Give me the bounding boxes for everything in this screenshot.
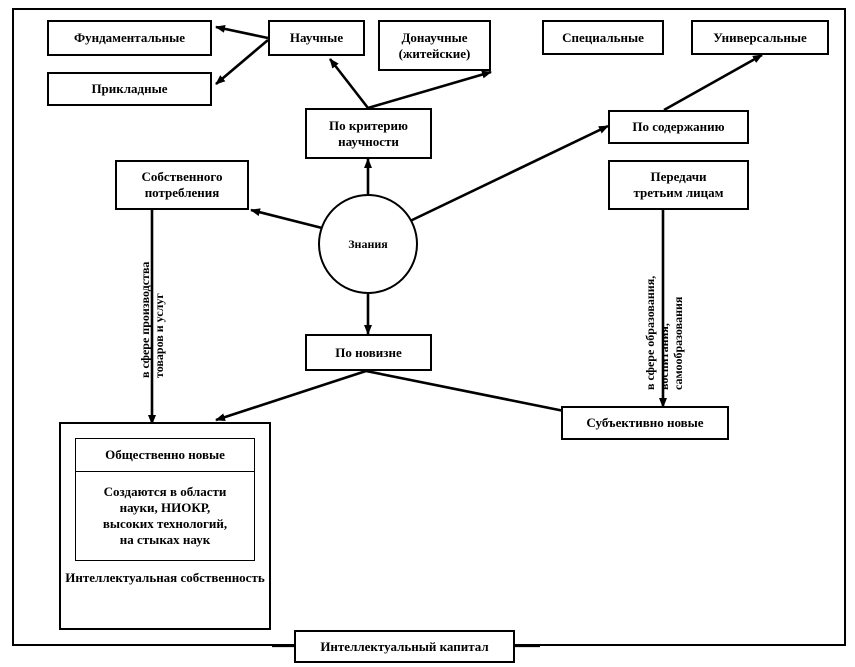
edge-label-right-vertical-line2: воспитания, [656, 323, 671, 390]
caption-intellektualnaya-sobstvennost: Интеллектуальная собственность [59, 570, 271, 586]
node-donauchnye-label-line2: (житейские) [398, 45, 471, 61]
node-donauchnye[interactable]: Донаучные (житейские) [378, 20, 491, 71]
node-sobstvennogo-potrebleniya[interactable]: Собственного потребления [115, 160, 249, 210]
node-po-soderzhaniyu-label: По содержанию [632, 119, 725, 135]
node-peredachi-label-line1: Передачи [650, 169, 707, 185]
node-sobstvennogo-label-line1: Собственного [141, 169, 223, 185]
node-znaniya-circle[interactable]: Знания [318, 194, 418, 294]
node-sozdayutsya-label-line3: высоких технологий, [102, 516, 228, 531]
node-po-kriteriyu-label-line1: По критерию [329, 117, 408, 133]
node-donauchnye-label-line1: Донаучные [401, 29, 468, 45]
node-universalnye[interactable]: Универсальные [691, 20, 829, 55]
node-po-kriteriyu-label-line2: научности [338, 133, 399, 149]
edge-label-right-vertical-line1: в сфере образования, [643, 275, 657, 390]
node-fundamentalnye-label: Фундаментальные [73, 30, 186, 46]
node-subektivno-novye[interactable]: Субъективно новые [561, 406, 729, 440]
node-sobstvennogo-label-line2: потребления [144, 185, 220, 200]
node-peredachi-tretim-licam[interactable]: Передачи третьим лицам [608, 160, 749, 210]
edge-label-right-vertical: в сфере образования, воспитания, самообр… [643, 275, 685, 390]
edge-label-left-vertical: в сфере производства товаров и услуг [138, 261, 167, 378]
node-subektivno-novye-label: Субъективно новые [586, 415, 704, 431]
node-peredachi-label-line2: третьим лицам [633, 185, 724, 200]
node-intellektualnyj-kapital[interactable]: Интеллектуальный капитал [294, 630, 515, 663]
node-sozdayutsya-label-line2: науки, НИОКР, [119, 500, 211, 516]
edge-label-right-vertical-line3: самообразования [670, 296, 685, 390]
node-obshchestvenno-novye[interactable]: Общественно новые [75, 438, 255, 472]
node-sozdayutsya-label-line4: на стыках наук [119, 531, 211, 547]
node-znaniya-label: Знания [348, 236, 388, 251]
node-fundamentalnye[interactable]: Фундаментальные [47, 20, 212, 56]
caption-intellektualnaya-line2: собственность [180, 570, 265, 585]
node-nauchnye-label: Научные [289, 30, 344, 46]
node-po-novizne[interactable]: По новизне [305, 334, 432, 371]
node-prikladnye-label: Прикладные [91, 81, 168, 97]
node-po-soderzhaniyu[interactable]: По содержанию [608, 110, 749, 144]
node-specialnye-label: Специальные [562, 29, 644, 45]
node-obshchestvenno-novye-label: Общественно новые [105, 447, 225, 463]
node-specialnye[interactable]: Специальные [542, 20, 664, 55]
node-po-novizne-label: По новизне [335, 344, 402, 360]
node-universalnye-label: Универсальные [713, 29, 807, 45]
node-prikladnye[interactable]: Прикладные [47, 72, 212, 106]
node-intellektualnyj-kapital-label: Интеллектуальный капитал [320, 638, 489, 654]
node-sozdayutsya-label-line1: Создаются в области [103, 484, 227, 500]
edge-label-left-vertical-line2: товаров и услуг [151, 293, 166, 378]
node-nauchnye[interactable]: Научные [268, 20, 365, 56]
node-sozdayutsya-v-oblasti[interactable]: Создаются в области науки, НИОКР, высоки… [75, 471, 255, 561]
caption-intellektualnaya-line1: Интеллектуальная [65, 570, 178, 585]
edge-label-left-vertical-line1: в сфере производства [138, 261, 152, 378]
node-po-kriteriyu-nauchnosti[interactable]: По критерию научности [305, 108, 432, 159]
